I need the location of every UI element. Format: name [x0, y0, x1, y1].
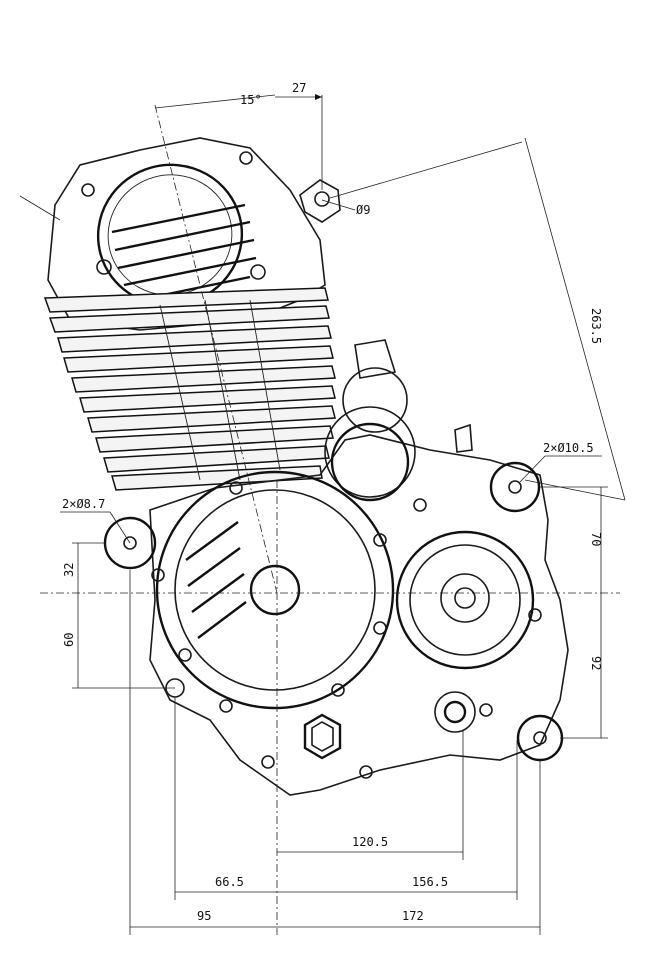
cylinder-fins: [43, 287, 336, 491]
dim-172: 172: [402, 909, 424, 923]
dim-phi-9: Ø9: [356, 203, 370, 217]
dimension-labels: 15° 27 Ø9 263.5 2×Ø10.5 2×Ø8.7 32 60 70 …: [62, 81, 603, 923]
dim-263-5: 263.5: [589, 308, 603, 344]
dim-70: 70: [589, 532, 603, 546]
dim-angle-15: 15°: [240, 93, 262, 107]
mount-lug-right-upper: [489, 461, 541, 513]
dim-32: 32: [62, 563, 76, 577]
dim-92: 92: [589, 656, 603, 670]
dim-95: 95: [197, 909, 211, 923]
dim-mount-right: 2×Ø10.5: [543, 441, 594, 455]
dimension-lines: [60, 94, 626, 935]
dim-120-5: 120.5: [352, 835, 388, 849]
mount-lug-right-lower: [516, 714, 564, 762]
clutch-cover-ribs: [185, 521, 247, 639]
valve-cover-ribs: [111, 203, 257, 303]
crankcase: [149, 339, 569, 796]
dim-66-5: 66.5: [215, 875, 244, 889]
dim-mount-left: 2×Ø8.7: [62, 497, 105, 511]
dim-27: 27: [292, 81, 306, 95]
dim-156-5: 156.5: [412, 875, 448, 889]
dim-60: 60: [62, 633, 76, 647]
center-lines: [40, 94, 620, 935]
